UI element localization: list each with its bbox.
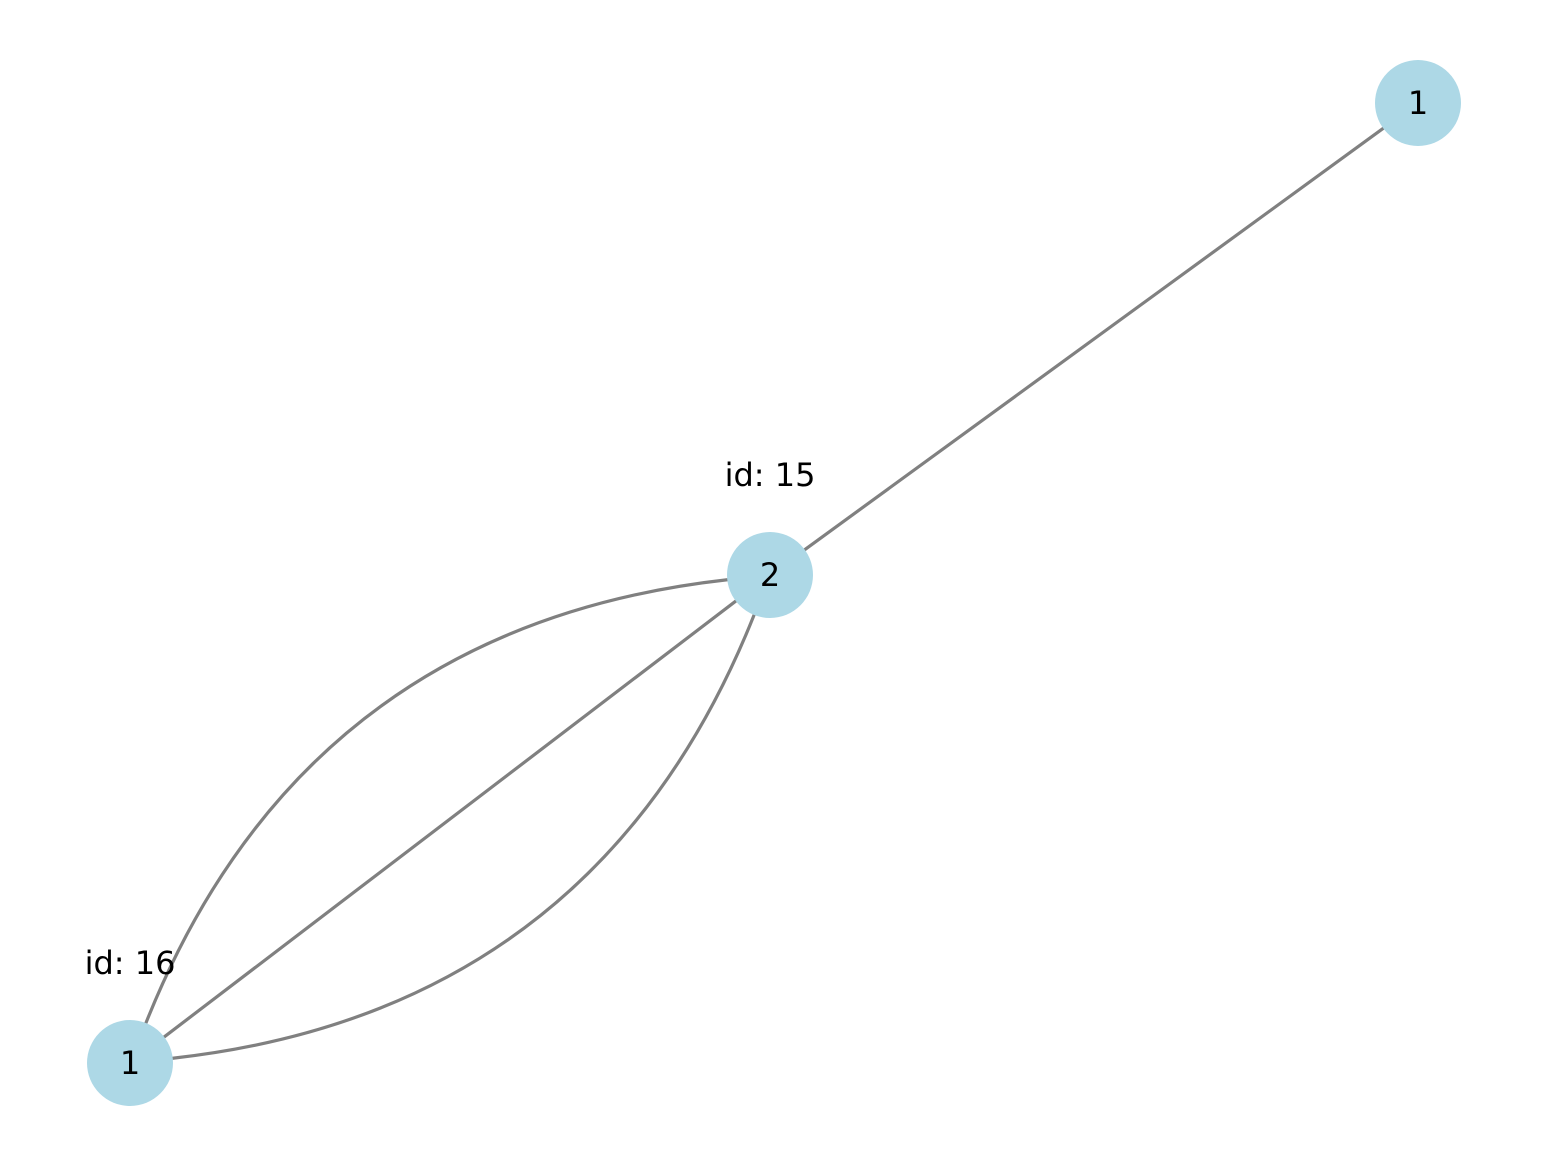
node-label: 1 [120, 1044, 140, 1082]
node-circle [87, 1020, 173, 1106]
nodes-layer: 1 2 id: 15 1 id: 16 [85, 60, 1461, 1106]
edge-b-c-2 [162, 599, 738, 1039]
edge-b-c-1 [171, 613, 756, 1060]
node-label: 1 [1408, 84, 1428, 122]
node-c: 1 id: 16 [85, 944, 176, 1106]
node-id-label: id: 16 [85, 944, 176, 982]
node-label: 2 [760, 556, 780, 594]
node-a: 1 [1375, 60, 1461, 146]
node-b: 2 id: 15 [725, 456, 816, 618]
edge-b-c-3 [144, 578, 729, 1025]
node-id-label: id: 15 [725, 456, 816, 494]
node-circle [727, 532, 813, 618]
node-circle [1375, 60, 1461, 146]
edges-layer [144, 126, 1385, 1060]
edge-a-b-1 [803, 126, 1385, 552]
